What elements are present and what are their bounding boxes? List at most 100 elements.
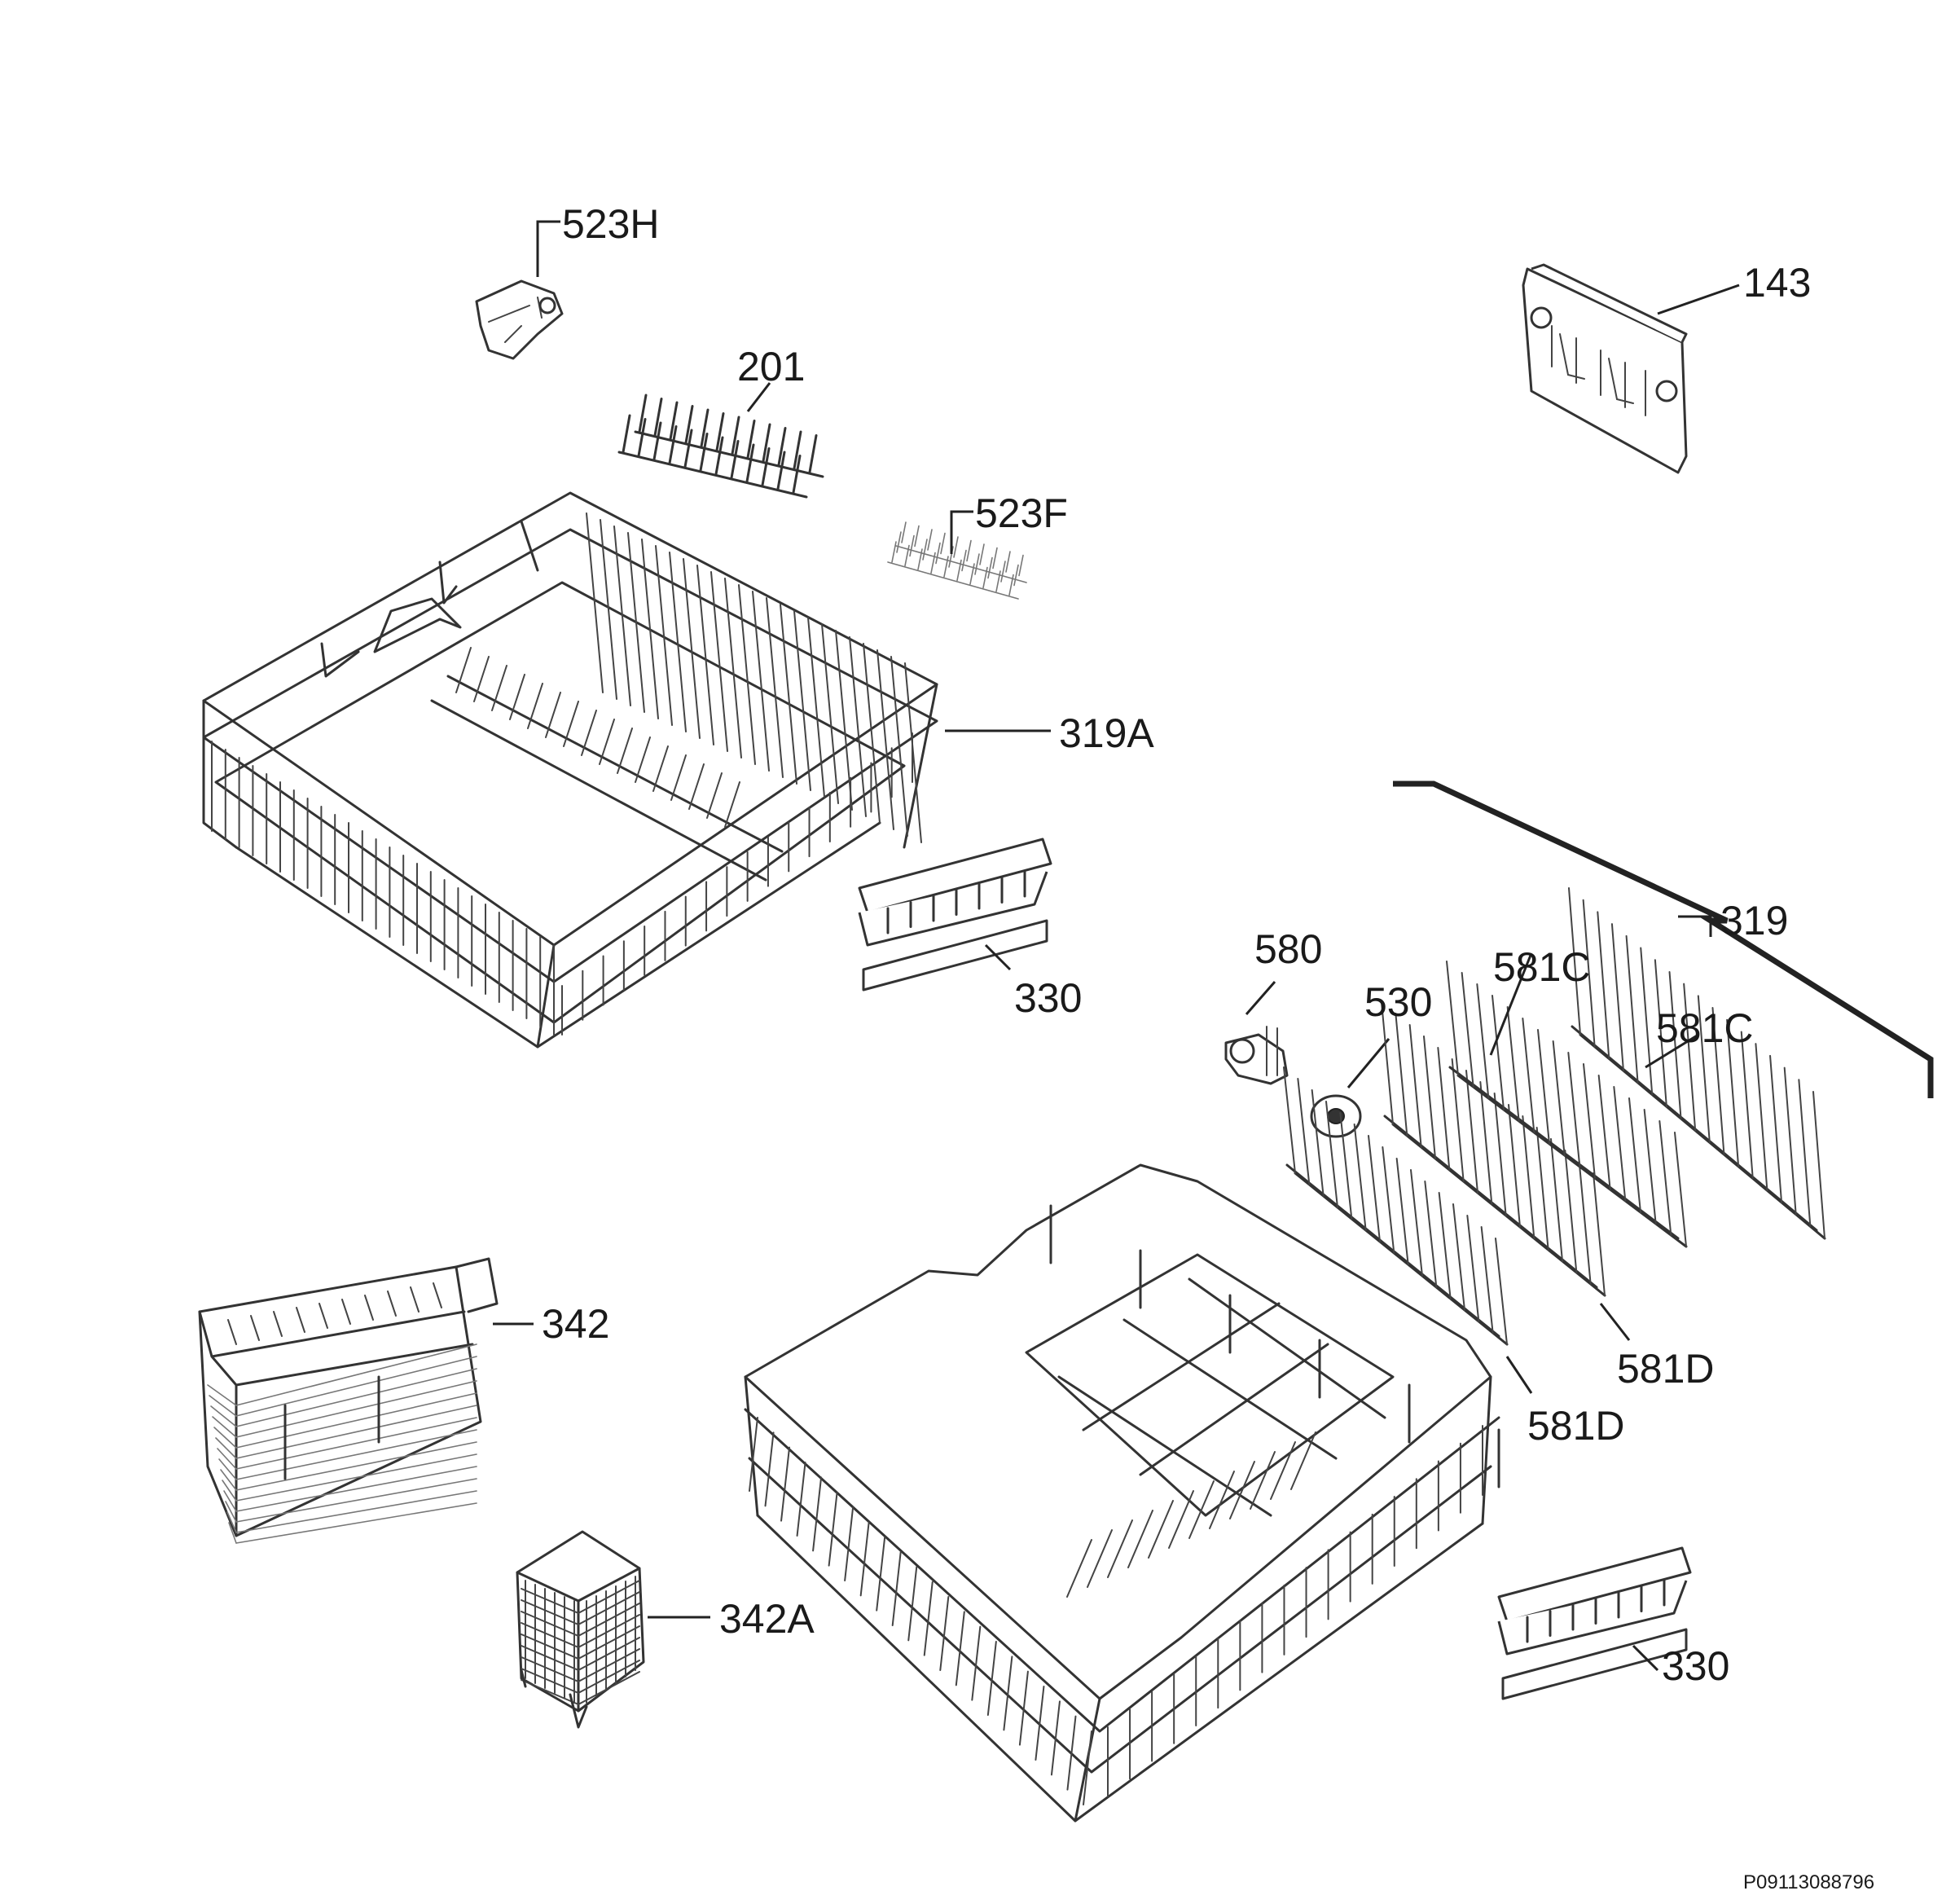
wire-stroke [410,1286,420,1313]
wire-stroke [1643,1109,1657,1225]
wire-stroke [943,556,949,578]
wire-stroke [724,578,742,759]
wire-stroke [922,539,928,561]
wire-stroke [796,1462,806,1537]
wire-stroke [766,597,784,778]
wire-stroke [731,416,740,455]
part-580-wheel-bracket [1224,1026,1289,1085]
callout-581C-right: 581C [1656,1005,1754,1051]
callout-581D-right: 581D [1617,1346,1715,1392]
wire-stroke [235,1405,477,1459]
wire-stroke [1506,1006,1520,1122]
wire-stroke [521,1634,579,1660]
wire-stroke [220,1469,237,1491]
wire-stroke [696,565,714,745]
wire-stroke [955,1611,965,1686]
wire-stroke [1066,1715,1077,1791]
wire-stroke [1229,1461,1255,1519]
wire-stroke [1290,1431,1316,1490]
wire-stroke [849,636,867,817]
wire-stroke [876,649,894,830]
callout-581D-left: 581D [1527,1403,1625,1449]
wire-stroke [1083,1730,1092,1805]
wire-stroke [876,1536,886,1612]
wire-stroke [1769,1054,1783,1203]
part-lower-basket [744,1163,1500,1823]
wire-stroke [521,1588,579,1614]
wire-stroke [995,570,1001,592]
callout-319A: 319A [1059,710,1154,756]
wire-stroke [218,1458,237,1480]
wire-stroke [762,423,771,463]
wire-stroke [1423,1036,1436,1159]
wire-stroke [213,1427,237,1449]
wire-stroke [1597,911,1610,1060]
part-530-wheel [1310,1094,1362,1138]
wire-stroke [599,719,615,765]
wire-stroke [1495,1238,1508,1345]
wire-stroke [812,1476,823,1552]
wire-stroke [235,1343,477,1406]
wire-stroke [780,604,797,785]
wire-stroke [909,534,915,557]
part-523H-clip [475,279,564,360]
wire-stroke [1353,1123,1367,1231]
wire-stroke [235,1478,477,1523]
wire-stroke [1564,1150,1578,1273]
wire-stroke [655,545,673,726]
wire-stroke [761,447,771,486]
wire-stroke [578,1580,640,1614]
wire-stroke [710,571,728,752]
wire-stroke [364,1295,374,1321]
wire-stroke [563,701,579,747]
wire-stroke [683,429,693,468]
leader-201 [746,382,771,412]
wire-stroke [987,556,993,579]
wire-stroke [617,728,633,774]
wire-stroke [319,1303,328,1329]
wire-stroke [1711,1007,1725,1156]
wire-stroke [966,539,972,562]
wire-stroke [578,1614,640,1648]
wire-stroke [1522,1115,1535,1239]
wire-stroke [776,451,786,490]
wire-stroke [777,427,787,466]
wire-stroke [578,1625,640,1660]
wire-stroke [1597,1075,1611,1190]
wire-stroke [578,1648,640,1682]
wire-stroke [215,1437,237,1459]
wire-stroke [207,1384,237,1406]
wire-stroke [1550,1138,1563,1262]
wire-stroke [974,553,980,575]
callout-319: 319 [1720,898,1789,943]
part-330-lower-rail [1497,1546,1692,1700]
wire-stroke [296,1307,305,1333]
wire-stroke [808,434,818,473]
wire-stroke [793,610,811,791]
wire-stroke [235,1502,477,1544]
wire-stroke [227,1319,237,1345]
wire-stroke [652,745,669,792]
wire-stroke [1000,561,1006,583]
wire-stroke [917,548,923,570]
wire-stroke [738,584,756,765]
part-201-tine-row [617,394,824,499]
wire-stroke [1654,959,1667,1108]
wire-stroke [749,1417,758,1492]
wire-stroke [1008,574,1014,596]
wire-stroke [1658,1120,1672,1236]
wire-stroke [1209,1471,1235,1529]
callout-523H: 523H [562,201,660,247]
wire-stroke [210,1405,237,1427]
wire-stroke [1003,1656,1013,1731]
wire-stroke [578,1637,640,1671]
wire-stroke [927,529,933,551]
wire-stroke [613,525,631,706]
wire-stroke [521,1645,579,1671]
part-342-cutlery-basket [198,1257,499,1544]
wire-stroke [670,754,687,801]
wire-stroke [1250,1451,1276,1510]
part-581C-581D-tine-racks [1283,887,1826,1346]
wire-stroke [828,1491,838,1567]
